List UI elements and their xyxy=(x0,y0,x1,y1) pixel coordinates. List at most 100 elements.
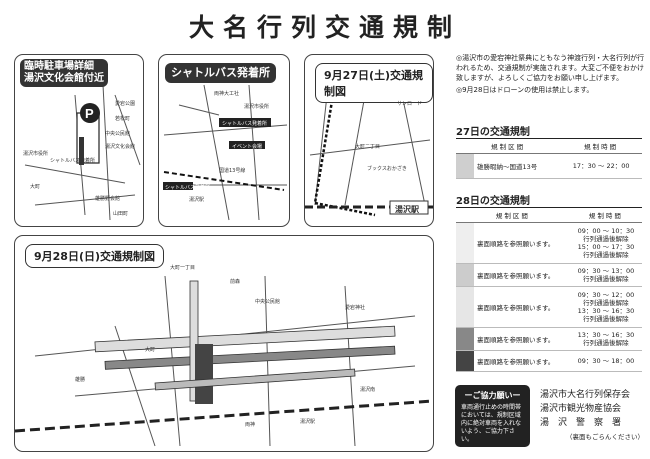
parking-badge-sub: 湯沢文化会館付近 xyxy=(24,73,104,84)
table28-col-time: 規制時間 xyxy=(569,207,642,223)
cooperation-box: ーご協力願いー 車両通行止めの時間帯においては、規制区域内に絶対車両を入れないよ… xyxy=(455,385,530,447)
organizer-name: 湯沢市観光物産協会 xyxy=(540,404,622,414)
parking-map: P xyxy=(24,84,141,221)
cooperation-text: 車両通行止めの時間帯においては、規制区域内に絶対車両を入れないよう、ご協力下さい… xyxy=(461,404,522,443)
map-label: 若松町 xyxy=(115,116,131,122)
map-label: シャトルバス発着所 xyxy=(222,121,268,127)
page-title: 大名行列交通規制 xyxy=(188,13,461,42)
map-label: 湯沢駅 xyxy=(189,197,205,203)
parking-icon-letter: P xyxy=(85,106,94,121)
sep28-map xyxy=(15,275,433,447)
table-row: 雄勝暇納～国道13号 17：30 ～ 22：00 xyxy=(456,153,642,179)
sep27-badge: 9月27日(土)交通規制図 xyxy=(315,63,433,103)
table27-heading: 27日の交通規制 xyxy=(456,127,530,138)
organizers: 湯沢市大名行列保存会 湯沢市観光物産協会 湯 沢 警 察 署 （裏面もごらんくだ… xyxy=(540,388,650,444)
restricted-road xyxy=(104,345,396,370)
map-label: 山田町 xyxy=(113,211,129,217)
map-label: 大町 xyxy=(145,347,156,353)
cooperation-title: ーご協力願いー xyxy=(464,391,521,400)
map-label: 大町一丁目 xyxy=(170,265,196,271)
map-label: サンロード xyxy=(397,101,423,107)
parking-icon xyxy=(80,103,100,123)
map-label: 中央公民館 xyxy=(255,299,281,305)
swatch xyxy=(456,263,474,287)
map-label: 国道13号線 xyxy=(219,168,246,174)
section-cell: 雄勝暇納～国道13号 xyxy=(474,153,561,179)
sep28-map-panel: 9月28日(日)交通規制図 大町一丁目 前森 中央公民館 大町 湯沢駅 愛宕神社… xyxy=(14,235,434,452)
map-label: 雄勝野会館 xyxy=(95,196,121,202)
map-label: 中央公民館 xyxy=(105,131,131,137)
drone-notice: ◎9月28日はドローンの使用は禁止します。 xyxy=(456,86,594,94)
map-label: 大町 xyxy=(30,184,41,190)
shuttle-stop-marker xyxy=(79,137,84,165)
sep28-badge: 9月28日(日)交通規制図 xyxy=(25,244,165,268)
map-label: 湯沢文化会館 xyxy=(105,144,136,150)
restricted-road xyxy=(94,325,396,353)
map-label: 大町二丁目 xyxy=(355,144,381,150)
table28-heading: 28日の交通規制 xyxy=(456,196,530,207)
shuttle-map xyxy=(163,84,288,221)
swatch xyxy=(456,327,474,351)
notice-text: ◎湯沢市の愛宕神社祭典にともなう神渡行列・大名行列が行われるため、交通規制が実施… xyxy=(456,54,645,82)
sep27-restriction-line xyxy=(314,201,376,217)
sep27-map xyxy=(305,84,433,217)
table-row: 裏面順路を参照願います。 09：30 ～ 18：00 xyxy=(456,350,642,372)
map-label: 雄勝 xyxy=(75,377,86,383)
table27-col-section: 規制区間 xyxy=(456,138,561,154)
map-label: イベント会場 xyxy=(232,144,263,150)
map-label: 両神 xyxy=(245,422,256,428)
parking-map-panel: P 臨時駐車場詳細 湯沢文化会館付近 愛宕公園 若松町 中央公民館 湯沢文化会館… xyxy=(14,54,144,227)
map-label: 湯沢市役所 xyxy=(23,151,49,157)
swatch xyxy=(456,350,474,372)
table27: 規制区間 規制時間 雄勝暇納～国道13号 17：30 ～ 22：00 xyxy=(456,138,642,179)
sep27-map-panel: 9月27日(土)交通規制図 サンロード 大町二丁目 ブックスおかざき 湯沢駅 xyxy=(304,54,434,227)
shuttle-stop-marker xyxy=(219,118,271,127)
swatch xyxy=(456,222,474,264)
table27-col-time: 規制時間 xyxy=(560,138,642,154)
map-label: ブックスおかざき xyxy=(367,166,407,172)
railway-line xyxy=(15,399,433,433)
event-venue-marker xyxy=(229,141,265,149)
section-cell: 裏面順路を参照願います。 xyxy=(474,263,570,287)
organizer-name: 湯沢市大名行列保存会 xyxy=(540,390,631,400)
map-label: 湯沢市役所 xyxy=(244,104,270,110)
sep27-restriction-line xyxy=(313,94,335,204)
map-label: 愛宕公園 xyxy=(115,101,136,107)
time-cell: 17：30 ～ 22：00 xyxy=(560,153,642,179)
swatch xyxy=(456,153,474,179)
see-reverse-note: （裏面もごらんください） xyxy=(566,433,644,441)
map-label: 湯沢南 xyxy=(360,387,376,393)
swatch xyxy=(456,286,474,328)
time-cell: 09：30 ～ 18：00 xyxy=(569,350,642,372)
organizer-name: 湯 沢 警 察 署 xyxy=(540,418,622,428)
station-box xyxy=(389,200,429,215)
shuttle-route-line xyxy=(163,171,285,191)
map-label: 湯沢駅 xyxy=(300,419,316,425)
restricted-road xyxy=(154,368,356,391)
restricted-road xyxy=(189,280,199,402)
section-cell: 裏面順路を参照願います。 xyxy=(474,350,570,372)
shuttle-map-panel: シャトルバス発着所 両神大工社 湯沢市役所 シャトルバス発着所 イベント会場 国… xyxy=(158,54,290,227)
map-label: 両神大工社 xyxy=(214,91,240,97)
parking-badge-title: 臨時駐車場詳細 xyxy=(24,61,94,72)
map-label: シャトルバス発着所 xyxy=(50,158,96,164)
map-label: 前森 xyxy=(230,279,241,285)
notice-notes: ◎湯沢市の愛宕神社祭典にともなう神渡行列・大名行列が行われるため、交通規制が実施… xyxy=(456,53,646,95)
section-cell: 裏面順路を参照願います。 xyxy=(474,286,570,328)
map-label: 湯沢駅 xyxy=(395,205,419,214)
section-cell: 裏面順路を参照願います。 xyxy=(474,222,570,264)
map-label: シャトルバス発着所 xyxy=(165,185,211,191)
section-cell: 裏面順路を参照願います。 xyxy=(474,327,570,351)
restricted-road xyxy=(195,344,213,404)
shuttle-stop-marker xyxy=(163,182,193,190)
shuttle-badge: シャトルバス発着所 xyxy=(165,63,276,83)
